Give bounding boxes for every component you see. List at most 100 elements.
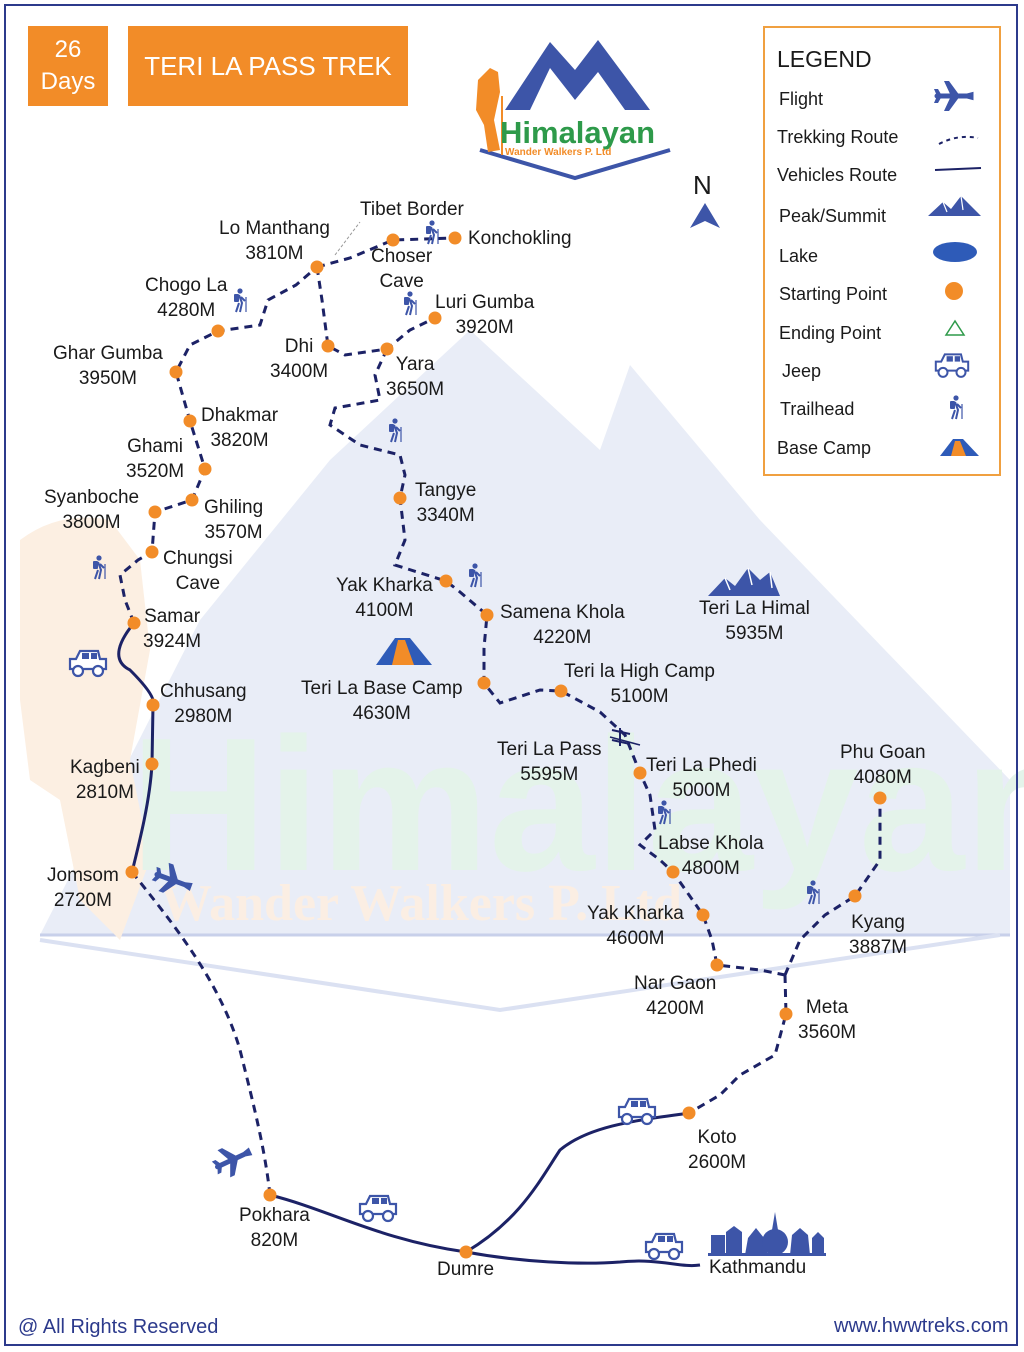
label-ghami: Ghami 3520M: [126, 434, 184, 484]
jeep-icon: [934, 353, 970, 378]
logo-sub: Wander Walkers P. Ltd: [505, 147, 611, 158]
legend-item-trailhead: Trailhead: [780, 399, 855, 419]
label-samena-khola: Samena Khola 4220M: [500, 600, 625, 650]
place-name: Luri Gumba: [435, 292, 535, 313]
place-elevation: 5000M: [672, 780, 731, 801]
place-elevation: 2810M: [75, 782, 134, 803]
label-syanboche: Syanboche 3800M: [44, 485, 139, 535]
place-elevation: 3400M: [270, 361, 329, 382]
legend-item-vehicles-route: Vehicles Route: [777, 165, 898, 185]
place-elevation: 5595M: [520, 764, 579, 785]
label-kyang: Kyang 3887M: [849, 910, 907, 960]
route-points: [125, 231, 887, 1259]
place-name: Jomsom: [47, 865, 119, 886]
place-name: Teri La Himal: [699, 598, 810, 619]
place-elevation: 3920M: [455, 317, 514, 338]
place-elevation: 4200M: [646, 998, 705, 1019]
base-camp-icon: [940, 439, 979, 456]
legend-item-base-camp: Base Camp: [777, 438, 872, 458]
label-jomsom: Jomsom 2720M: [47, 863, 119, 913]
website-link[interactable]: www.hwwtreks.com: [834, 1315, 1009, 1337]
place-name: Ghar Gumba: [53, 343, 163, 364]
place-elevation: 2600M: [688, 1152, 747, 1173]
peak-icon: [928, 195, 981, 216]
place-name: Chogo La: [145, 275, 228, 296]
legend-item-peak: Peak/Summit: [779, 206, 887, 226]
label-teri-la-base-camp: Teri La Base Camp 4630M: [301, 676, 463, 726]
label-ghar-gumba: Ghar Gumba 3950M: [53, 341, 163, 391]
label-dumre: Dumre: [437, 1259, 495, 1280]
ending-point-icon: [944, 319, 966, 336]
pass-marker: [611, 728, 631, 746]
place-name: Syanboche: [44, 487, 140, 508]
label-ghiling: Ghiling 3570M: [204, 495, 263, 545]
place-name: Yak Kharka: [587, 903, 684, 924]
legend-title: LEGEND: [777, 46, 872, 72]
label-dhakmar: Dhakmar 3820M: [201, 403, 278, 453]
place-elevation: 4630M: [352, 703, 411, 724]
label-chhusang: Chhusang 2980M: [160, 679, 247, 729]
logo-main: Himalayan: [500, 115, 655, 150]
place-name: Kyang: [851, 912, 905, 933]
label-teri-la-phedi: Teri La Phedi 5000M: [646, 753, 757, 803]
trailhead-icon: [233, 287, 247, 313]
hiker-silhouette-watermark: [20, 517, 150, 940]
legend-item-lake: Lake: [779, 246, 819, 266]
watermark-sub: Wander Walkers P. Ltd: [160, 875, 682, 932]
place-name: Yara: [395, 354, 435, 375]
trailhead-icon: [949, 394, 963, 420]
label-yara: Yara 3650M: [386, 352, 444, 402]
place-name: Tangye: [415, 480, 477, 501]
label-labse-khola: Labse Khola 4800M: [658, 831, 764, 881]
trek-title: TERI LA PASS TREK: [128, 26, 408, 106]
place-name: Pokhara: [239, 1205, 310, 1226]
label-tangye: Tangye 3340M: [415, 478, 476, 528]
legend-item-trekking-route: Trekking Route: [777, 127, 899, 147]
place-elevation: 3340M: [416, 505, 475, 526]
legend-item-ending-point: Ending Point: [779, 323, 882, 343]
place-elevation: 3810M: [245, 243, 304, 264]
trailhead-icon: [403, 290, 417, 316]
rights-text: @ All Rights Reserved: [18, 1316, 219, 1338]
label-meta: Meta 3560M: [798, 995, 856, 1045]
north-label: N: [693, 170, 712, 200]
trekking-route-symbol: [938, 135, 979, 145]
label-phu-goan: Phu Goan 4080M: [840, 740, 926, 790]
place-elevation: 4800M: [681, 858, 740, 879]
place-elevation: 4100M: [355, 600, 414, 621]
place-elevation: 3800M: [62, 512, 121, 533]
peak-teri-la-himal-icon: [708, 567, 780, 596]
label-teri-la-himal: Teri La Himal 5935M: [699, 596, 810, 646]
place-name: Teri La Base Camp: [301, 678, 463, 699]
days-number: 26: [54, 36, 82, 63]
background-mountains: [39, 330, 1010, 1013]
place-name: Teri La Phedi: [646, 755, 757, 776]
duration-badge: 26 Days: [28, 26, 108, 106]
place-elevation: 3650M: [386, 379, 445, 400]
place-elevation: 4280M: [157, 300, 216, 321]
place-name: Phu Goan: [840, 742, 926, 763]
label-choser-cave: Choser Cave: [371, 244, 432, 294]
place-elevation: 4600M: [606, 928, 665, 949]
label-luri-gumba: Luri Gumba 3920M: [435, 290, 534, 340]
place-name: Choser: [371, 246, 433, 267]
place-name: Teri la High Camp: [564, 661, 715, 682]
place-name: Teri La Pass: [497, 739, 602, 760]
place-name: Ghiling: [204, 497, 264, 518]
label-kagbeni: Kagbeni 2810M: [70, 755, 140, 805]
place-elevation: 3887M: [849, 937, 908, 958]
flight-icon: [208, 1139, 254, 1182]
jeep-icon: [358, 1194, 398, 1223]
label-yak-kharka-2: Yak Kharka 4600M: [587, 901, 684, 951]
label-lo-manthang: Lo Manthang 3810M: [219, 216, 330, 266]
place-name: Chhusang: [160, 681, 247, 702]
watermark-main: Himalayan: [130, 699, 1024, 911]
place-name: Samar: [144, 606, 201, 627]
days-word: Days: [40, 68, 96, 95]
label-samar: Samar 3924M: [143, 604, 201, 654]
place-elevation: 4080M: [853, 767, 912, 788]
trailhead-icon: [425, 219, 439, 245]
label-kathmandu: Kathmandu: [709, 1257, 807, 1278]
place-name: Koto: [697, 1127, 737, 1148]
place-elevation: 3950M: [78, 368, 137, 389]
